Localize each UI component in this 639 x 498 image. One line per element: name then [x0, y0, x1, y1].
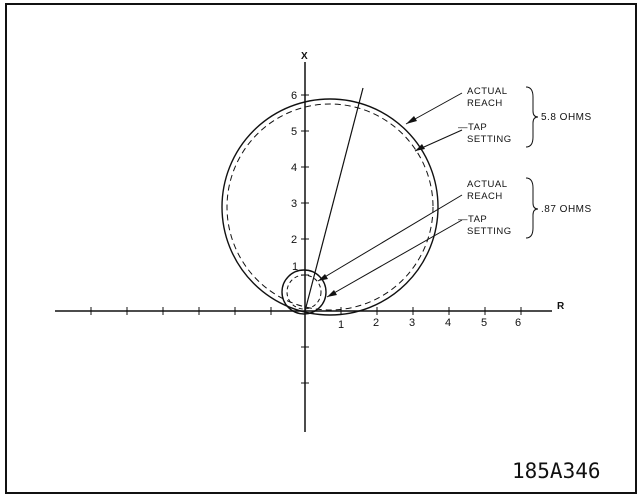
callout-actual-reach-label: ACTUAL: [467, 179, 507, 190]
axis-ticks: [90, 94, 522, 384]
large-actual-reach-circle: [221, 98, 439, 316]
callout-tap-setting-label: SETTING: [467, 226, 512, 237]
diagram-border: [5, 3, 637, 494]
leader-lines: [317, 92, 463, 298]
callout-brace: [525, 177, 539, 239]
x-tick-label: 2: [291, 234, 297, 246]
x-tick-label: 4: [291, 162, 297, 174]
callout-tap-setting-label: —TAP: [458, 214, 487, 225]
x-tick-label: 6: [291, 90, 297, 102]
characteristic-angle-line: [304, 87, 364, 312]
r-tick-label: 1: [338, 319, 344, 331]
x-tick-label: 3: [291, 198, 297, 210]
r-tick-label: 6: [515, 317, 521, 329]
drawing-number: 185A346: [512, 459, 601, 483]
callout-ohms-value: .87 OHMS: [541, 204, 592, 215]
callout-ohms-value: 5.8 OHMS: [541, 112, 592, 123]
leader-arrowheads: [318, 116, 425, 297]
r-tick-label: 2: [373, 317, 379, 329]
small-tap-setting-circle: [286, 274, 322, 310]
callout-actual-reach-label: ACTUAL: [467, 86, 507, 97]
callout-brace: [525, 86, 539, 148]
large-tap-setting-circle: [226, 103, 434, 311]
r-tick-label: 3: [409, 317, 415, 329]
x-tick-label: 1: [292, 261, 298, 273]
callout-tap-setting-label: SETTING: [467, 134, 512, 145]
r-tick-label: 4: [445, 317, 451, 329]
x-tick-label: 5: [291, 126, 297, 138]
r-axis-label: R: [557, 301, 565, 312]
callout-tap-setting-label: —TAP: [458, 122, 487, 133]
callout-actual-reach-label: REACH: [467, 191, 503, 202]
x-axis-label: X: [301, 51, 308, 62]
callout-actual-reach-label: REACH: [467, 98, 503, 109]
small-actual-reach-circle: [281, 269, 327, 315]
r-tick-label: 5: [481, 317, 487, 329]
